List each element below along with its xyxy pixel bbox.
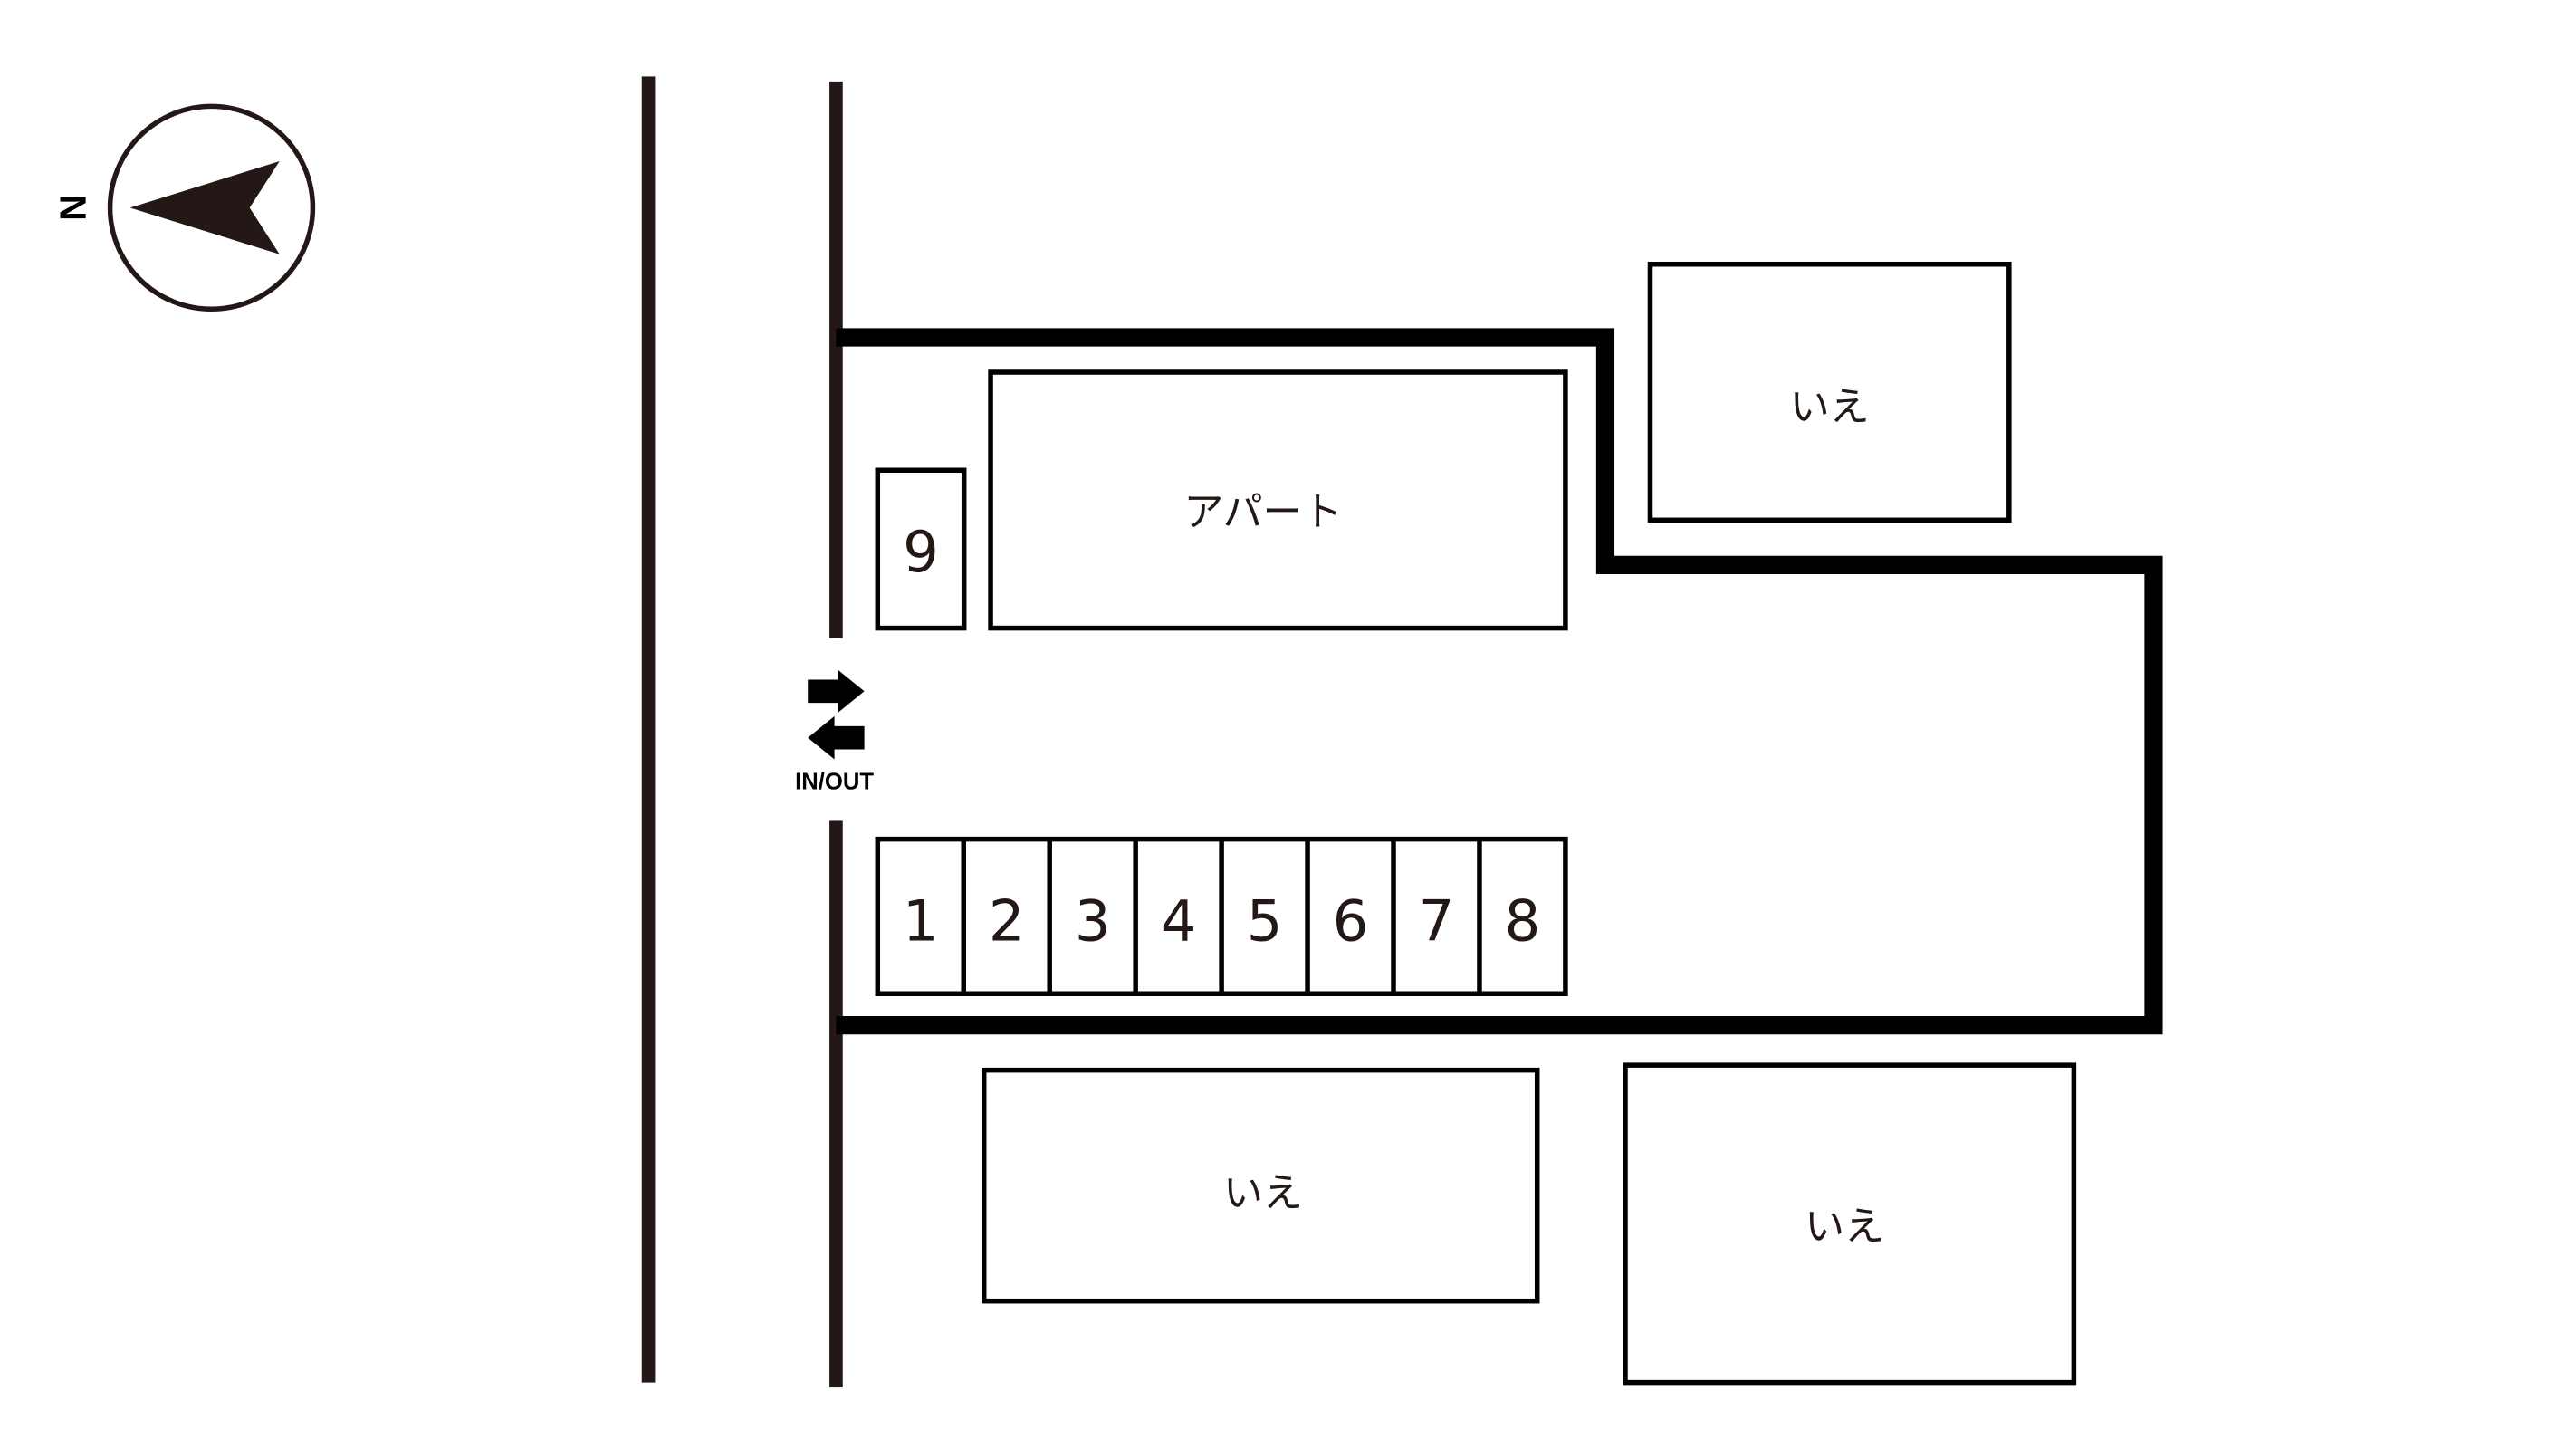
house-top-right: いえ: [1647, 261, 2012, 523]
out-arrow-icon: [808, 715, 865, 760]
space-number: 1: [903, 888, 939, 955]
parking-space-1: 1: [903, 888, 939, 955]
entrance: IN/OUT: [795, 669, 874, 795]
space-number: 6: [1333, 888, 1369, 955]
parking-space-3: 3: [1047, 839, 1111, 994]
lot-boundary: [836, 328, 2163, 1035]
north-arrow-icon: [129, 160, 280, 254]
house-label: いえ: [1223, 1170, 1303, 1216]
parking-space-7: 7: [1391, 839, 1455, 994]
space-number: 5: [1247, 888, 1283, 955]
parking-space-4: 4: [1133, 839, 1197, 994]
parking-space-6: 6: [1305, 839, 1369, 994]
space-number: 8: [1505, 888, 1541, 955]
parking-space-9: 9: [875, 467, 967, 631]
north-label: N: [53, 195, 94, 221]
compass-circle: [107, 103, 316, 312]
in-out-label: IN/OUT: [795, 770, 874, 795]
road-line-lower: [829, 820, 843, 1388]
road-line-left: [641, 76, 656, 1383]
apartment-building: アパート: [988, 369, 1568, 631]
apartment-label: アパート: [1183, 489, 1342, 535]
space-number: 7: [1419, 888, 1455, 955]
parking-space-2: 2: [961, 839, 1025, 994]
house-label: いえ: [1790, 384, 1870, 430]
space-number: 9: [903, 519, 939, 585]
compass: N: [53, 103, 316, 312]
house-label: いえ: [1805, 1204, 1884, 1250]
road-line-upper: [829, 81, 843, 638]
space-number: 3: [1075, 888, 1111, 955]
parking-space-5: 5: [1219, 839, 1283, 994]
in-arrow-icon: [808, 669, 865, 714]
parking-space-8: 8: [1477, 839, 1541, 994]
house-bottom: いえ: [981, 1067, 1540, 1304]
space-number: 4: [1161, 888, 1197, 955]
house-bottom-right: いえ: [1623, 1062, 2077, 1386]
space-number: 2: [989, 888, 1025, 955]
